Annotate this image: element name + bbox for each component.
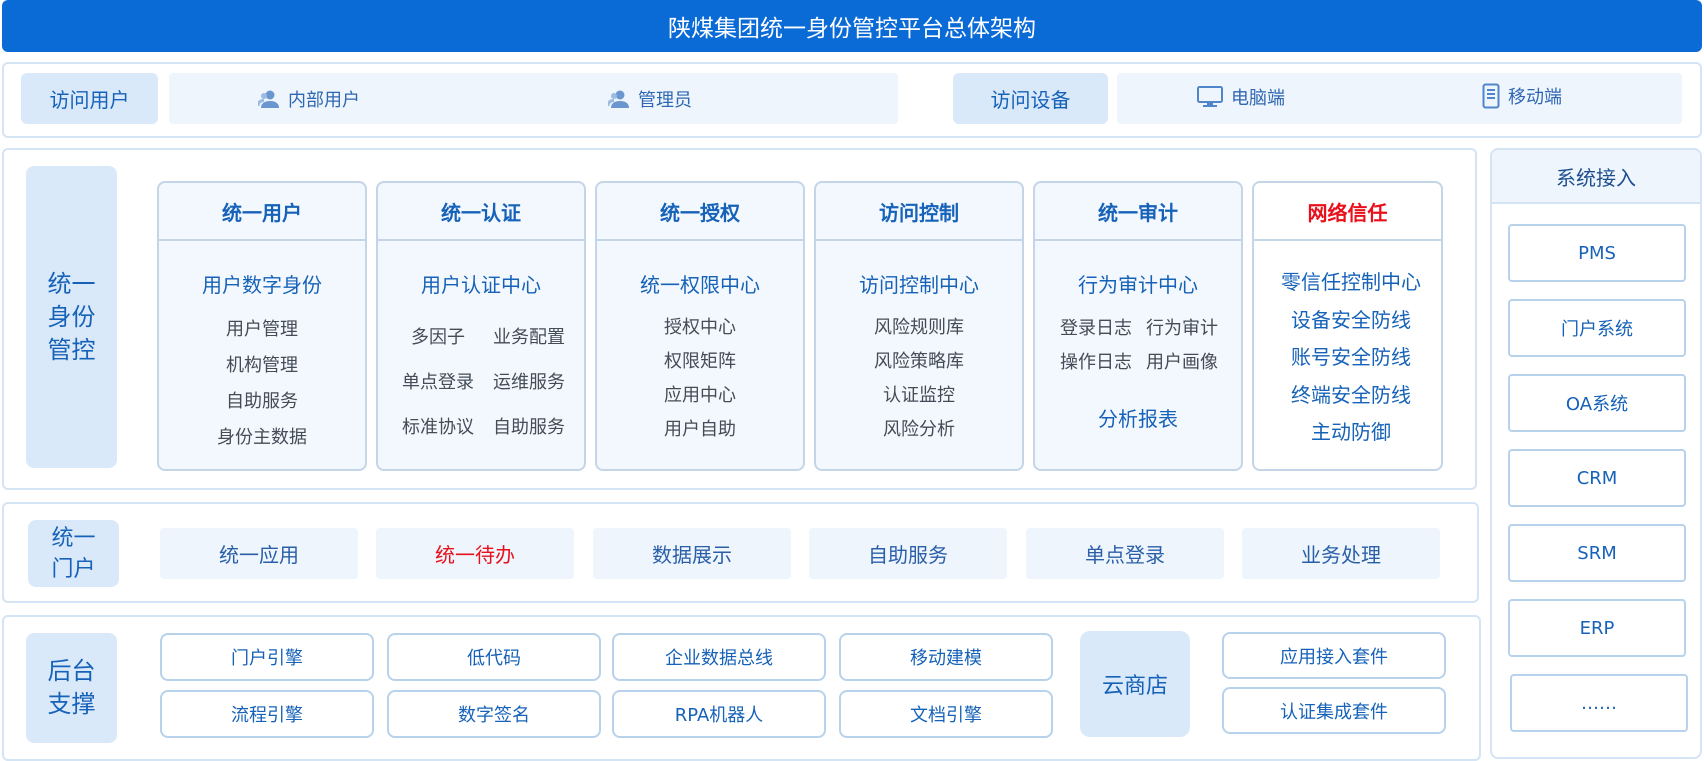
column-item: 风险分析 <box>883 419 955 440</box>
column-unified-user: 统一用户 <box>157 181 367 471</box>
access-users-label: 访问用户 <box>21 73 158 124</box>
grid-item: 操作日志 <box>1060 352 1132 373</box>
column-header: 统一审计 <box>1035 183 1241 241</box>
column-access-control: 访问控制 <box>814 181 1024 471</box>
grid-item: 行为审计 <box>1146 318 1218 339</box>
access-devices-label: 访问设备 <box>953 73 1108 124</box>
column-item: 风险规则库 <box>874 317 964 338</box>
column-footer: 分析报表 <box>1098 407 1178 431</box>
trust-item: 终端安全防线 <box>1291 383 1411 407</box>
device-desktop: 电脑端 <box>1197 82 1285 112</box>
trust-item: 账号安全防线 <box>1291 345 1411 369</box>
column-item: 用户自助 <box>664 419 736 440</box>
portal-item-data-display: 数据展示 <box>593 528 791 579</box>
column-subtitle: 统一权限中心 <box>640 273 760 297</box>
system-item-crm: CRM <box>1508 449 1686 507</box>
column-item: 认证监控 <box>883 385 955 406</box>
grid-item: 业务配置 <box>493 327 565 348</box>
user-internal-label: 内部用户 <box>288 90 360 111</box>
trust-item: 设备安全防线 <box>1291 308 1411 332</box>
backend-item: RPA机器人 <box>612 690 826 738</box>
device-desktop-label: 电脑端 <box>1231 88 1285 109</box>
portal-item-unified-app: 统一应用 <box>160 528 358 579</box>
grid-item: 登录日志 <box>1060 318 1132 339</box>
user-internal: 内部用户 <box>258 84 360 114</box>
portal-item-sso: 单点登录 <box>1026 528 1224 579</box>
portal-label: 统一 门户 <box>28 520 119 587</box>
backend-item: 流程引擎 <box>160 690 374 738</box>
users-icon <box>608 90 629 108</box>
portal-item-business: 业务处理 <box>1242 528 1440 579</box>
column-header: 统一认证 <box>378 183 584 241</box>
grid-item: 多因子 <box>411 327 465 348</box>
backend-label: 后台 支撑 <box>26 633 117 743</box>
backend-item: 企业数据总线 <box>612 633 826 681</box>
column-item: 身份主数据 <box>217 427 307 448</box>
grid-item: 用户画像 <box>1146 352 1218 373</box>
column-item: 风险策略库 <box>874 351 964 372</box>
grid-item: 单点登录 <box>402 372 474 393</box>
column-unified-authorization: 统一授权 <box>595 181 805 471</box>
backend-kit: 应用接入套件 <box>1222 632 1446 679</box>
backend-item: 文档引擎 <box>839 690 1053 738</box>
column-subtitle: 行为审计中心 <box>1078 273 1198 297</box>
column-header: 统一授权 <box>597 183 803 241</box>
grid-item: 运维服务 <box>493 372 565 393</box>
system-access-header: 系统接入 <box>1492 150 1700 204</box>
system-item-more: …… <box>1510 674 1688 732</box>
portal-item-self-service: 自助服务 <box>809 528 1007 579</box>
diagram-title: 陕煤集团统一身份管控平台总体架构 <box>2 0 1702 52</box>
cloud-store: 云商店 <box>1080 631 1190 737</box>
column-item: 权限矩阵 <box>664 351 736 372</box>
backend-item: 移动建模 <box>839 633 1053 681</box>
column-item: 应用中心 <box>664 385 736 406</box>
backend-item: 数字签名 <box>387 690 601 738</box>
identity-label: 统一 身份 管控 <box>26 166 117 468</box>
trust-item: 主动防御 <box>1311 420 1391 444</box>
backend-kit: 认证集成套件 <box>1222 687 1446 734</box>
column-item: 授权中心 <box>664 317 736 338</box>
system-item-erp: ERP <box>1508 599 1686 657</box>
column-item: 自助服务 <box>226 391 298 412</box>
column-subtitle: 访问控制中心 <box>859 273 979 297</box>
title-text: 陕煤集团统一身份管控平台总体架构 <box>668 16 1036 42</box>
system-item-pms: PMS <box>1508 224 1686 282</box>
column-network-trust: 网络信任 <box>1252 181 1443 471</box>
system-item-portal: 门户系统 <box>1508 299 1686 357</box>
grid-item: 自助服务 <box>493 417 565 438</box>
monitor-icon <box>1197 86 1223 107</box>
column-header: 访问控制 <box>816 183 1022 241</box>
users-icon <box>258 90 279 108</box>
portal-item-unified-todo: 统一待办 <box>376 528 574 579</box>
column-unified-auth: 统一认证 <box>376 181 586 471</box>
device-mobile-label: 移动端 <box>1508 87 1562 108</box>
system-item-srm: SRM <box>1508 524 1686 582</box>
users-box <box>169 73 898 124</box>
mobile-icon <box>1482 83 1500 109</box>
column-header: 统一用户 <box>159 183 365 241</box>
column-subtitle: 用户认证中心 <box>421 273 541 297</box>
column-subtitle: 用户数字身份 <box>202 273 322 297</box>
column-item: 机构管理 <box>226 355 298 376</box>
column-item: 用户管理 <box>226 319 298 340</box>
user-admin-label: 管理员 <box>638 90 692 111</box>
trust-item: 零信任控制中心 <box>1281 270 1421 294</box>
user-admin: 管理员 <box>608 84 692 114</box>
backend-item: 门户引擎 <box>160 633 374 681</box>
backend-item: 低代码 <box>387 633 601 681</box>
column-unified-audit: 统一审计 <box>1033 181 1243 471</box>
grid-item: 标准协议 <box>402 417 474 438</box>
system-item-oa: OA系统 <box>1508 374 1686 432</box>
device-mobile: 移动端 <box>1482 81 1562 111</box>
column-header: 网络信任 <box>1254 183 1441 241</box>
devices-box <box>1117 73 1682 124</box>
